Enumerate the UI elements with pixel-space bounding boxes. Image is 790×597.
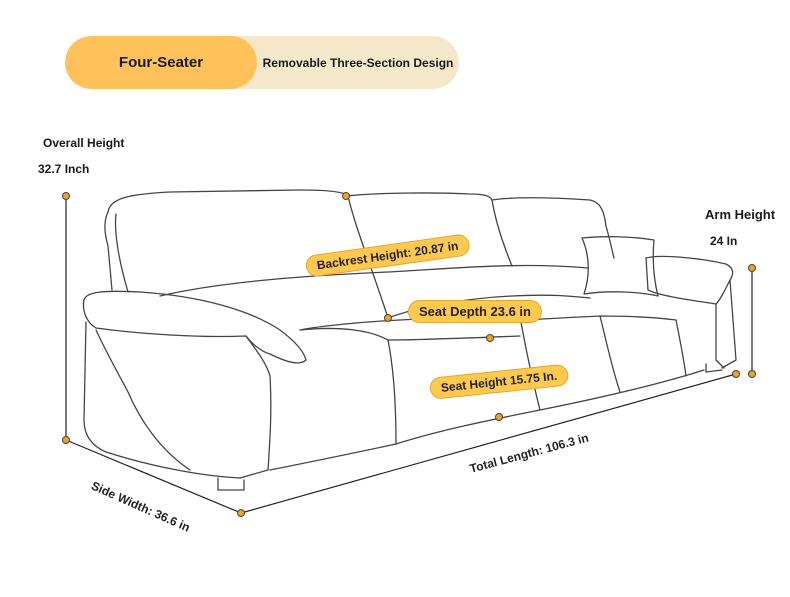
overall-height-value: 32.7 Inch: [38, 162, 90, 176]
overall-height-bottom-dot: [62, 436, 70, 444]
arm-height-label: Arm Height: [705, 207, 776, 222]
backrest-top-dot: [342, 192, 350, 200]
sofa-outline: [82, 189, 737, 491]
three-section-tab[interactable]: Removable Three-Section Design: [262, 55, 454, 70]
backrest-bottom-dot: [384, 314, 392, 322]
side-width-dot: [237, 509, 245, 517]
four-seater-tab[interactable]: Four-Seater: [65, 36, 257, 89]
total-length-line: [240, 373, 737, 514]
arm-height-bottom-dot: [748, 370, 756, 378]
total-length-end-dot: [732, 370, 740, 378]
seat-depth-tag: Seat Depth 23.6 in: [408, 300, 542, 323]
arm-height-value: 24 In: [710, 234, 738, 248]
arm-height-top-dot: [748, 264, 756, 272]
seat-height-dot: [495, 413, 503, 421]
overall-height-top-dot: [62, 192, 70, 200]
seat-depth-dot: [486, 334, 494, 342]
seater-toggle[interactable]: Four-Seater Removable Three-Section Desi…: [65, 36, 459, 89]
dimension-dots: [62, 192, 756, 517]
overall-height-label: Overall Height: [43, 136, 125, 150]
dimension-lines: [65, 196, 753, 514]
side-width-line: [65, 439, 242, 514]
